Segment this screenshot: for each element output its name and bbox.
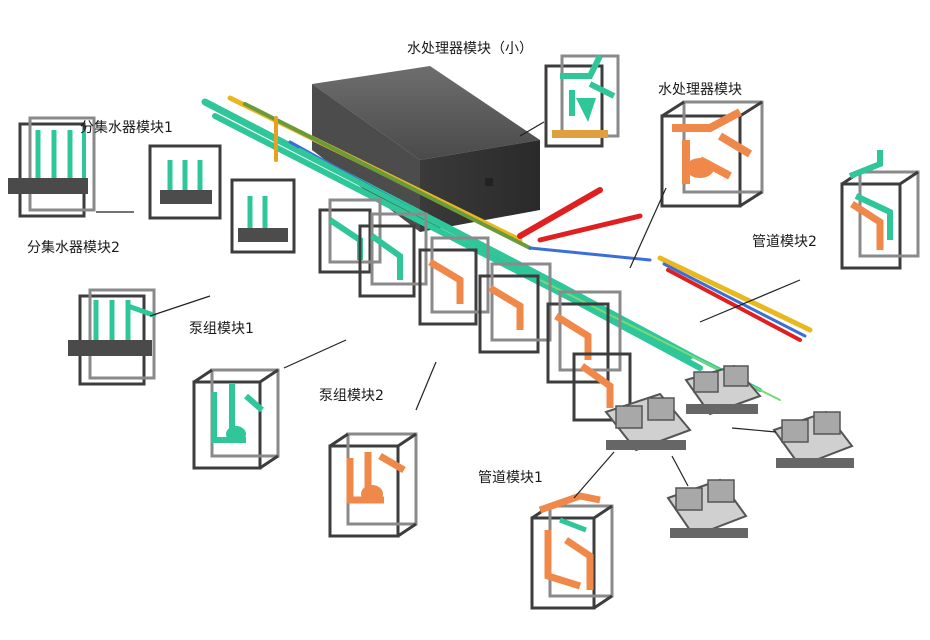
chiller-units [604, 364, 854, 538]
water-treatment-module [660, 100, 764, 208]
manifold-module-2 [68, 288, 157, 386]
label-pipe-1: 管道模块1 [478, 470, 543, 486]
water-treatment-tank [312, 66, 540, 232]
manifold-row [148, 144, 296, 254]
label-pump-2: 泵组模块2 [319, 388, 384, 404]
pump-module-2 [328, 432, 418, 538]
label-water-treatment-small: 水处理器模块（小） [407, 41, 533, 57]
label-water-treatment: 水处理器模块 [658, 82, 742, 98]
module-row [318, 198, 632, 422]
label-pipe-2: 管道模块2 [752, 234, 817, 250]
label-pump-1: 泵组模块1 [189, 321, 254, 337]
manifold-module-1 [8, 116, 96, 218]
leader-lines [96, 121, 801, 499]
pipe-module-1 [530, 492, 614, 610]
pipe-module-2 [840, 150, 920, 270]
water-treatment-small-module [544, 54, 620, 148]
main-pipe-runs [201, 95, 813, 401]
pump-module-1 [192, 368, 280, 470]
label-manifold-1: 分集水器模块1 [80, 120, 173, 136]
label-manifold-2: 分集水器模块2 [27, 240, 120, 256]
